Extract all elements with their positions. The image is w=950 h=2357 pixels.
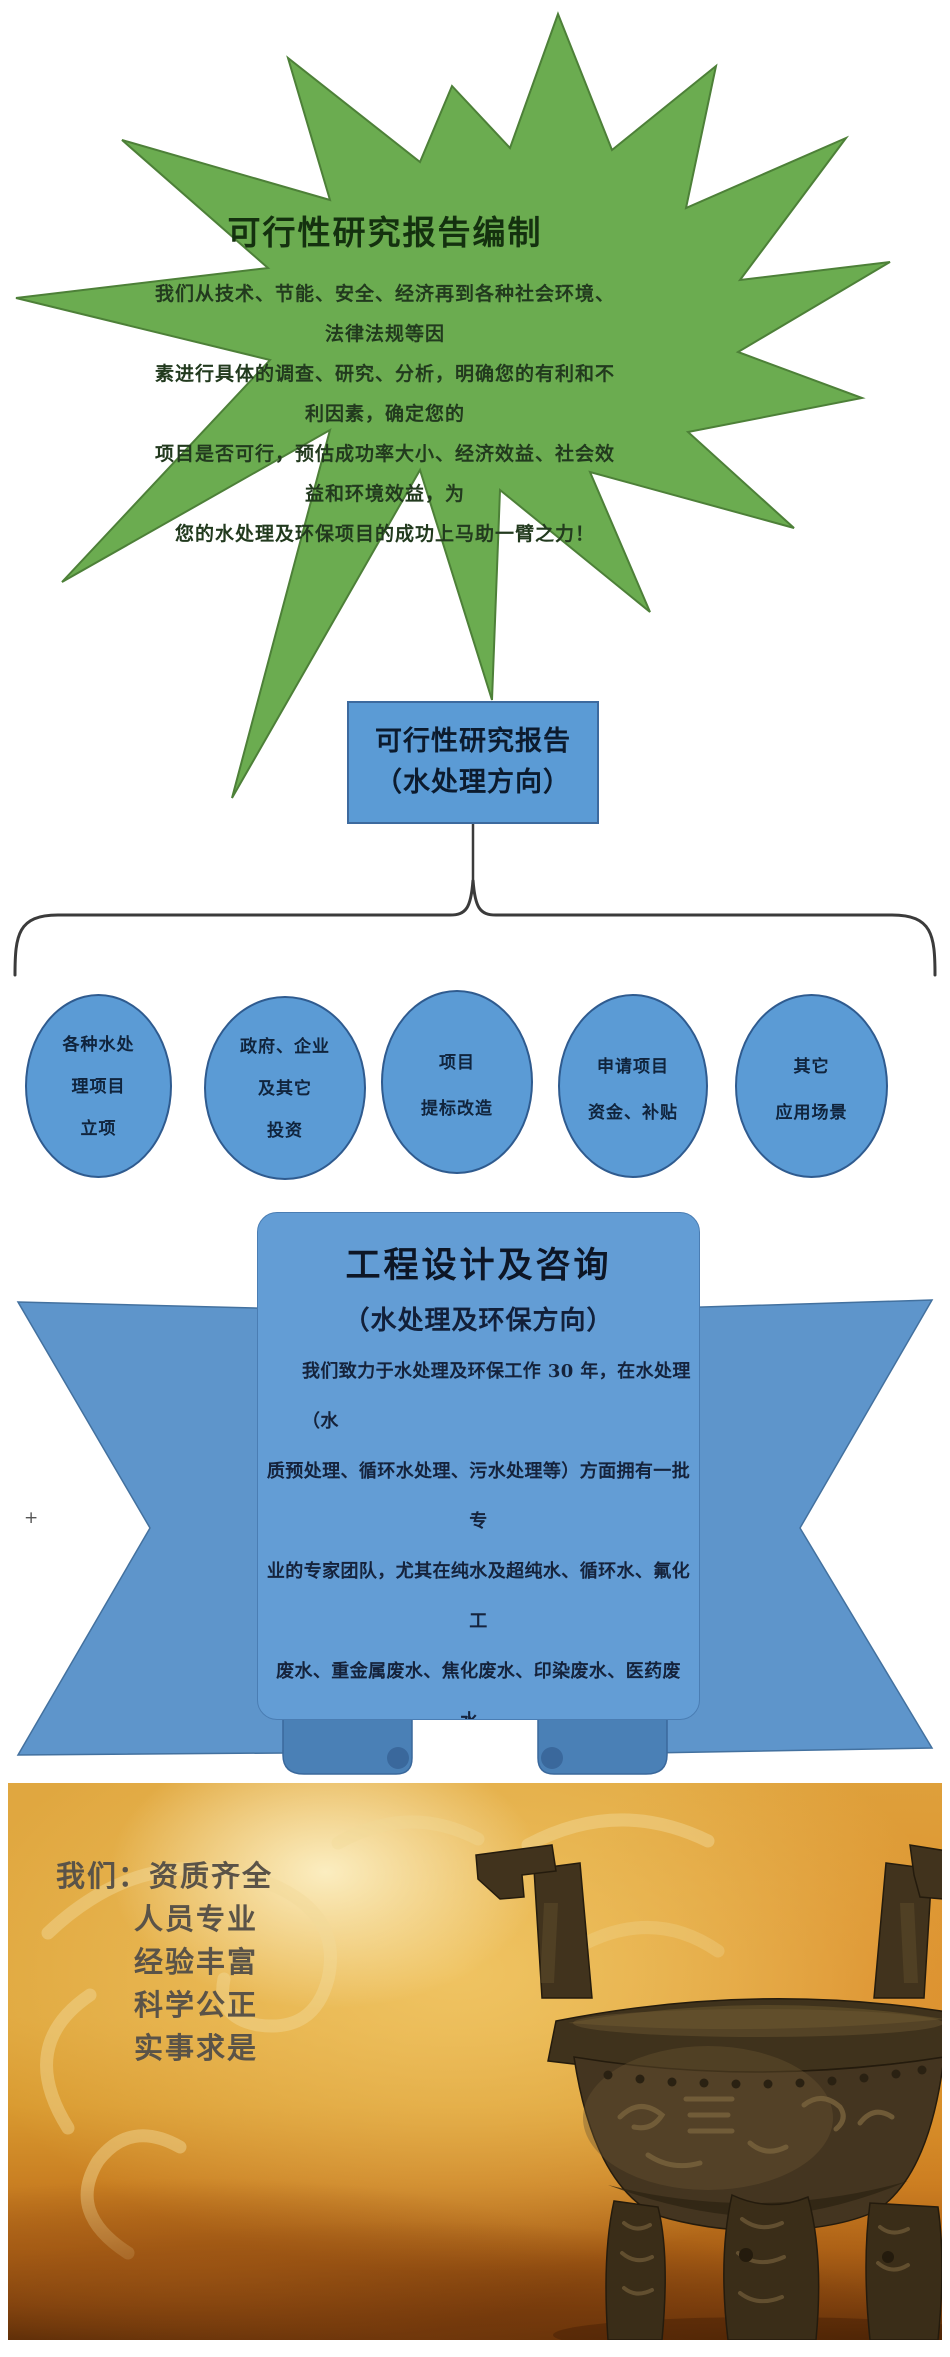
ellipse-line: 理项目 (71, 1077, 126, 1097)
ellipse-line: 立项 (80, 1119, 117, 1139)
starburst-body-line: 您的水处理及环保项目的成功上马助一臂之力！ (174, 523, 595, 545)
ellipse-funding-subsidy: 申请项目 资金、补贴 (558, 994, 708, 1178)
ellipse-line: 项目 (439, 1053, 475, 1073)
panel-body-line: 质预处理、循环水处理、污水处理等）方面拥有一批专 (266, 1461, 691, 1532)
feasibility-report-box: 可行性研究报告 （水处理方向） (347, 701, 599, 824)
root-box-line2: （水处理方向） (375, 767, 571, 798)
ellipse-line: 申请项目 (597, 1057, 669, 1077)
starburst-body-line: 我们从技术、节能、安全、经济再到各种社会环境、法律法规等因 (154, 283, 615, 345)
starburst-text-block: 可行性研究报告编制 我们从技术、节能、安全、经济再到各种社会环境、法律法规等因 … (150, 210, 620, 554)
ellipse-line: 提标改造 (421, 1099, 493, 1119)
ellipse-line: 及其它 (258, 1079, 312, 1099)
engineering-design-panel: 工程设计及咨询 （水处理及环保方向） 我们致力于水处理及环保工作 30 年，在水… (257, 1212, 700, 1720)
ellipse-upgrade-retrofit: 项目 提标改造 (381, 990, 533, 1174)
company-values-text: 我们：资质齐全 人员专业 经验丰富 科学公正 实事求是 (56, 1855, 273, 2070)
ellipse-line: 政府、企业 (240, 1037, 330, 1057)
values-line: 我们：资质齐全 (56, 1859, 274, 1893)
panel-body-line: 业的专家团队，尤其在纯水及超纯水、循环水、氟化工 (266, 1561, 691, 1632)
ellipse-line: 应用场景 (775, 1103, 848, 1123)
starburst-body-line: 项目是否可行，预估成功率大小、经济效益、社会效益和环境效益，为 (154, 443, 615, 505)
panel-body-line: 废水、重金属废水、焦化废水、印染废水、医药废水、 (276, 1661, 681, 1719)
ellipse-line: 投资 (267, 1121, 303, 1141)
brace-connector (13, 824, 937, 977)
starburst-polygon (15, 11, 891, 799)
values-line: 人员专业 (134, 1902, 259, 1936)
values-line: 科学公正 (134, 1988, 259, 2022)
bronze-ding-illustration (475, 1844, 942, 2340)
ellipse-project-approval: 各种水处 理项目 立项 (25, 994, 172, 1178)
scroll-right-curl (541, 1747, 563, 1769)
ellipse-government-enterprise: 政府、企业 及其它 投资 (204, 996, 366, 1180)
root-box-line1: 可行性研究报告 (375, 726, 571, 757)
company-values-photo: 我们：资质齐全 人员专业 经验丰富 科学公正 实事求是 (8, 1783, 942, 2340)
starburst-shape (15, 11, 891, 799)
ellipse-line: 各种水处 (62, 1035, 135, 1055)
values-line: 经验丰富 (134, 1945, 259, 1979)
panel-title: 工程设计及咨询 (345, 1245, 612, 1286)
ellipse-line: 其它 (793, 1057, 830, 1077)
starburst-title: 可行性研究报告编制 (227, 213, 543, 252)
ellipse-line: 资金、补贴 (588, 1103, 678, 1123)
cursor-plus-artifact: + (24, 1508, 39, 1528)
ellipse-other-scenarios: 其它 应用场景 (735, 994, 888, 1178)
curly-brace (13, 879, 937, 977)
values-line: 实事求是 (134, 2031, 259, 2065)
panel-body-line: 我们致力于水处理及环保工作 30 年，在水处理（水 (302, 1361, 691, 1432)
panel-subtitle: （水处理及环保方向） (343, 1306, 614, 1336)
scroll-left-curl (387, 1747, 409, 1769)
starburst-body-line: 素进行具体的调查、研究、分析，明确您的有利和不利因素，确定您的 (154, 363, 615, 425)
